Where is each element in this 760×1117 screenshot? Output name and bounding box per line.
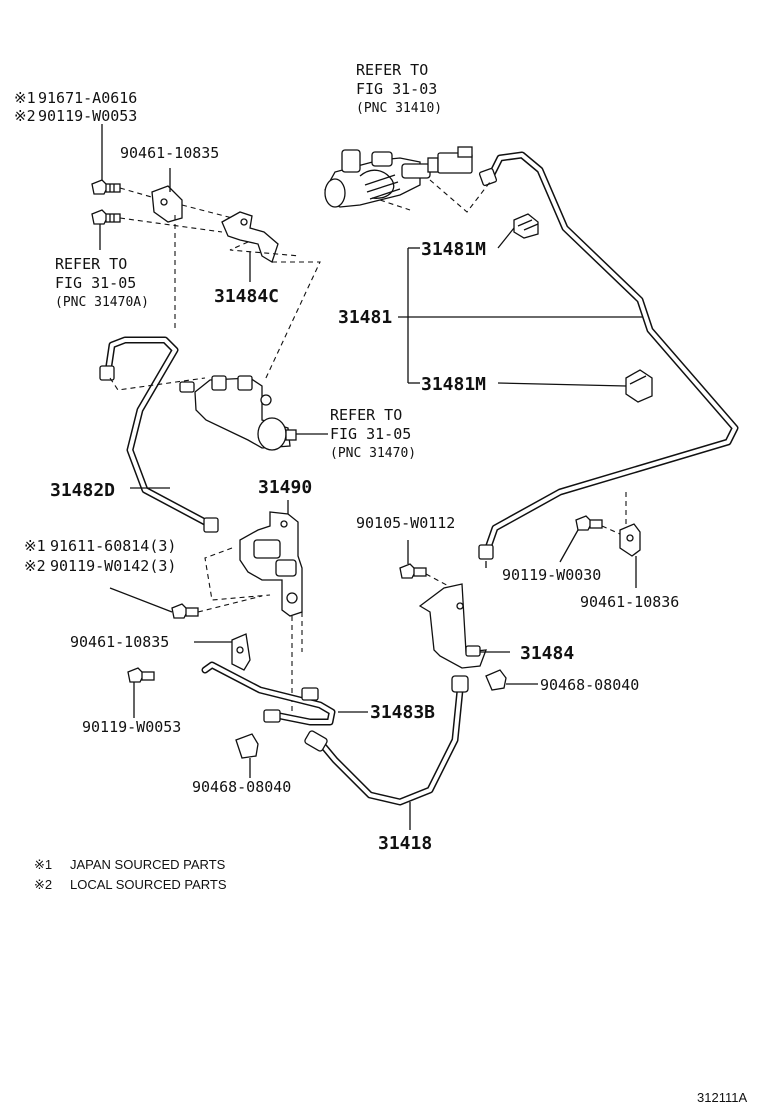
label-91611-60814: 91611-60814(3) [50, 537, 176, 555]
label-31418: 31418 [378, 833, 432, 854]
label-90468-08040-bottom: 90468-08040 [192, 778, 291, 796]
label-31483b: 31483B [370, 702, 435, 723]
label-31481m-top: 31481M [421, 239, 486, 260]
label-90119-w0053-bottom: 90119-W0053 [82, 718, 181, 736]
ref-line-3: (PNC 31470A) [55, 295, 149, 310]
label-90461-10835-bottom: 90461-10835 [70, 633, 169, 651]
pipe-31481 [478, 151, 739, 568]
ref-line-2: FIG 31-03 [356, 80, 437, 98]
bolt-refer-3105a [91, 209, 121, 250]
clamp-31481m-top [513, 213, 539, 239]
ref-line-3: (PNC 31410) [356, 101, 442, 116]
legend-japan-sourced: JAPAN SOURCED PARTS [70, 857, 226, 872]
ref-fig-31-05: REFER TO FIG 31-05 (PNC 31470) [330, 406, 416, 461]
note-mark-1: ※1 [24, 537, 46, 555]
bolt-91671 [91, 124, 121, 195]
ref-line-1: REFER TO [356, 61, 428, 79]
bracket-31484c [221, 211, 279, 282]
ref-fig-31-03: REFER TO FIG 31-03 (PNC 31410) [356, 61, 442, 116]
ref-line-3: (PNC 31470) [330, 446, 416, 461]
ref-line-2: FIG 31-05 [330, 425, 411, 443]
bolt-91611 [109, 587, 263, 619]
label-90105-w0112: 90105-W0112 [356, 514, 455, 532]
legend: ※1 JAPAN SOURCED PARTS ※2 LOCAL SOURCED … [34, 857, 227, 892]
label-31482d: 31482D [50, 480, 115, 501]
release-cylinder [179, 375, 328, 451]
master-cylinder [324, 146, 491, 213]
accumulator-31490 [204, 500, 303, 722]
label-90119-w0030: 90119-W0030 [502, 566, 601, 584]
label-31484: 31484 [520, 643, 574, 664]
bracket-31484 [418, 583, 510, 669]
label-31481: 31481 [338, 307, 392, 328]
figure-id: 312111A [697, 1090, 747, 1105]
bracket-90461-10835-top [151, 168, 183, 223]
clip-90468-right [485, 669, 538, 691]
label-31484c: 31484C [214, 286, 279, 307]
legend-local-sourced: LOCAL SOURCED PARTS [70, 877, 227, 892]
ref-line-1: REFER TO [330, 406, 402, 424]
hose-31418 [304, 675, 469, 830]
leader-31481 [398, 227, 643, 387]
label-31481m-bottom: 31481M [421, 374, 486, 395]
clip-90468-bottom [235, 733, 259, 778]
pipe-fitting [478, 167, 498, 568]
label-90119-w0142: 90119-W0142(3) [50, 557, 176, 575]
label-90461-10836: 90461-10836 [580, 593, 679, 611]
pipe-31482d [99, 336, 219, 533]
pipe-31483b [201, 661, 368, 726]
note-mark-2: ※2 [24, 557, 46, 575]
bolt-90119-w0030 [559, 515, 603, 563]
ref-line-2: FIG 31-05 [55, 274, 136, 292]
legend-mark-2: ※2 [34, 877, 52, 892]
label-31490: 31490 [258, 477, 312, 498]
ref-fig-31-05a: REFER TO FIG 31-05 (PNC 31470A) [55, 255, 149, 310]
clamp-90461-10836 [619, 523, 641, 588]
clamp-31481m-bottom [625, 369, 653, 403]
label-90461-10835-top: 90461-10835 [120, 144, 219, 162]
bracket-90461-10835-bottom [194, 633, 251, 671]
bolt-90105 [399, 540, 457, 591]
bolt-90119-w0053-bottom [127, 667, 155, 718]
label-90468-08040-right: 90468-08040 [540, 676, 639, 694]
label-91671-a0616: 91671-A0616 [38, 89, 137, 107]
note-mark-2: ※2 [14, 107, 36, 125]
label-90119-w0053-top: 90119-W0053 [38, 107, 137, 125]
legend-mark-1: ※1 [34, 857, 52, 872]
ref-line-1: REFER TO [55, 255, 127, 273]
note-mark-1: ※1 [14, 89, 36, 107]
